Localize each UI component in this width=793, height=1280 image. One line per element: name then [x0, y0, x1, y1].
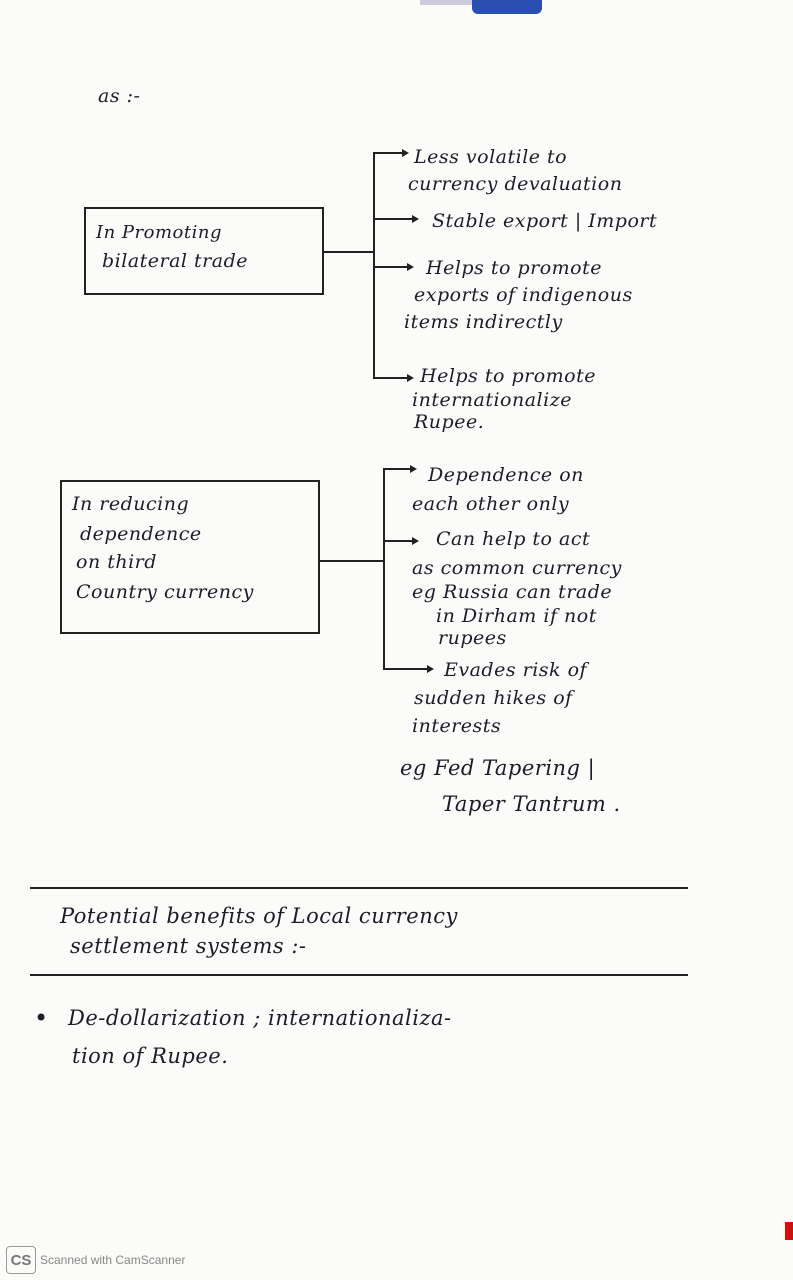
- branch-text: Dependence on: [428, 464, 584, 486]
- watermark-text: Scanned with CamScanner: [40, 1253, 186, 1267]
- arrow-icon: [402, 149, 409, 157]
- box-line: In Promoting: [96, 222, 222, 243]
- branch-text: rupees: [438, 627, 507, 649]
- arrow-icon: [412, 537, 419, 545]
- bullet-icon: •: [34, 1004, 49, 1032]
- branch-text: Less volatile to: [414, 146, 568, 168]
- branch-line: [373, 152, 403, 154]
- heading-line: Potential benefits of Local currency: [60, 904, 458, 928]
- bracket: [383, 468, 385, 670]
- box-line: on third: [76, 551, 157, 573]
- branch-text: sudden hikes of: [414, 687, 573, 709]
- bullet-text: De-dollarization ; internationaliza-: [68, 1006, 452, 1030]
- intro-text: as :-: [98, 85, 141, 107]
- branch-text: Taper Tantrum .: [442, 792, 621, 816]
- scanner-watermark: CS Scanned with CamScanner: [6, 1246, 185, 1274]
- branch-text: exports of indigenous: [414, 284, 633, 306]
- arrow-icon: [407, 263, 414, 271]
- divider: [30, 974, 688, 976]
- box-line: dependence: [80, 523, 202, 545]
- arrow-icon: [410, 465, 417, 473]
- branch-line: [373, 377, 408, 379]
- branch-text: each other only: [412, 493, 570, 515]
- heading-line: settlement systems :-: [70, 934, 307, 958]
- branch-line: [383, 468, 411, 470]
- branch-text: eg Fed Tapering |: [400, 756, 596, 780]
- box-line: Country currency: [76, 581, 254, 603]
- branch-line: [383, 540, 413, 542]
- branch-text: internationalize: [412, 389, 572, 411]
- box-reducing-dependence: In reducing dependence on third Country …: [60, 480, 320, 634]
- branch-text: interests: [412, 715, 502, 737]
- pen-shadow: [420, 0, 475, 5]
- branch-text: Stable export | Import: [432, 210, 658, 232]
- pen-cap: [472, 0, 542, 14]
- branch-line: [373, 218, 413, 220]
- red-mark: [785, 1222, 793, 1240]
- branch-text: Helps to promote: [420, 365, 596, 387]
- arrow-icon: [427, 665, 434, 673]
- branch-line: [373, 266, 408, 268]
- branch-text: as common currency: [412, 557, 622, 579]
- box-line: In reducing: [72, 493, 190, 515]
- box-promoting-bilateral-trade: In Promoting bilateral trade: [84, 207, 324, 295]
- branch-text: in Dirham if not: [436, 605, 597, 627]
- connector: [322, 251, 374, 253]
- branch-text: Helps to promote: [426, 257, 602, 279]
- arrow-icon: [407, 374, 414, 382]
- branch-text: currency devaluation: [408, 173, 623, 195]
- bracket: [373, 152, 375, 379]
- branch-line: [383, 668, 428, 670]
- camscanner-logo: CS: [6, 1246, 36, 1274]
- connector: [318, 560, 384, 562]
- branch-text: eg Russia can trade: [412, 581, 613, 603]
- bullet-text: tion of Rupee.: [72, 1044, 229, 1068]
- arrow-icon: [412, 215, 419, 223]
- branch-text: items indirectly: [404, 311, 563, 333]
- branch-text: Evades risk of: [444, 659, 588, 681]
- branch-text: Can help to act: [436, 528, 591, 550]
- divider: [30, 887, 688, 889]
- box-line: bilateral trade: [102, 250, 249, 272]
- branch-text: Rupee.: [414, 411, 485, 433]
